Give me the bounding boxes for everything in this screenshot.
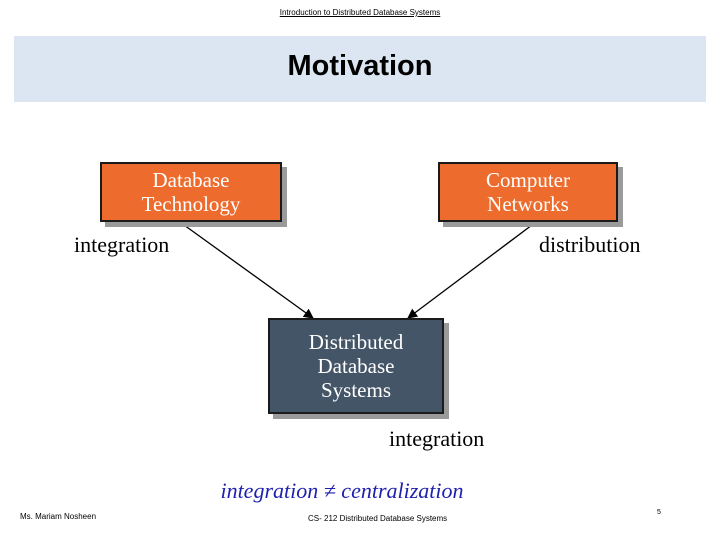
box-database-technology: Database Technology [100, 162, 282, 222]
footer-page-number: 5 [657, 509, 661, 516]
header-link[interactable]: Introduction to Distributed Database Sys… [279, 8, 441, 17]
footer-course: CS- 212 Distributed Database Systems [308, 514, 448, 523]
box-left-line1: Database [152, 167, 230, 192]
arrow-right [407, 224, 533, 319]
label-integration-left: integration [74, 232, 170, 257]
box-right-line2: Networks [487, 192, 569, 216]
arrow-left [183, 224, 314, 319]
box-center-line3: Systems [320, 378, 391, 403]
box-distributed-database-systems: Distributed Database Systems [268, 318, 444, 414]
box-right-line1: Computer [486, 167, 570, 192]
footer-author: Ms. Mariam Nosheen [20, 512, 97, 521]
box-left-line2: Technology [141, 192, 241, 216]
title-band [14, 36, 706, 102]
label-distribution: distribution [539, 232, 641, 257]
box-center-line2: Database [317, 353, 395, 378]
box-computer-networks: Computer Networks [438, 162, 618, 222]
slide-title: Motivation [287, 50, 433, 82]
box-center-line1: Distributed [308, 329, 404, 354]
statement-integration-not-centralization: integration ≠ centralization [220, 478, 464, 503]
label-integration-bottom: integration [389, 426, 485, 451]
